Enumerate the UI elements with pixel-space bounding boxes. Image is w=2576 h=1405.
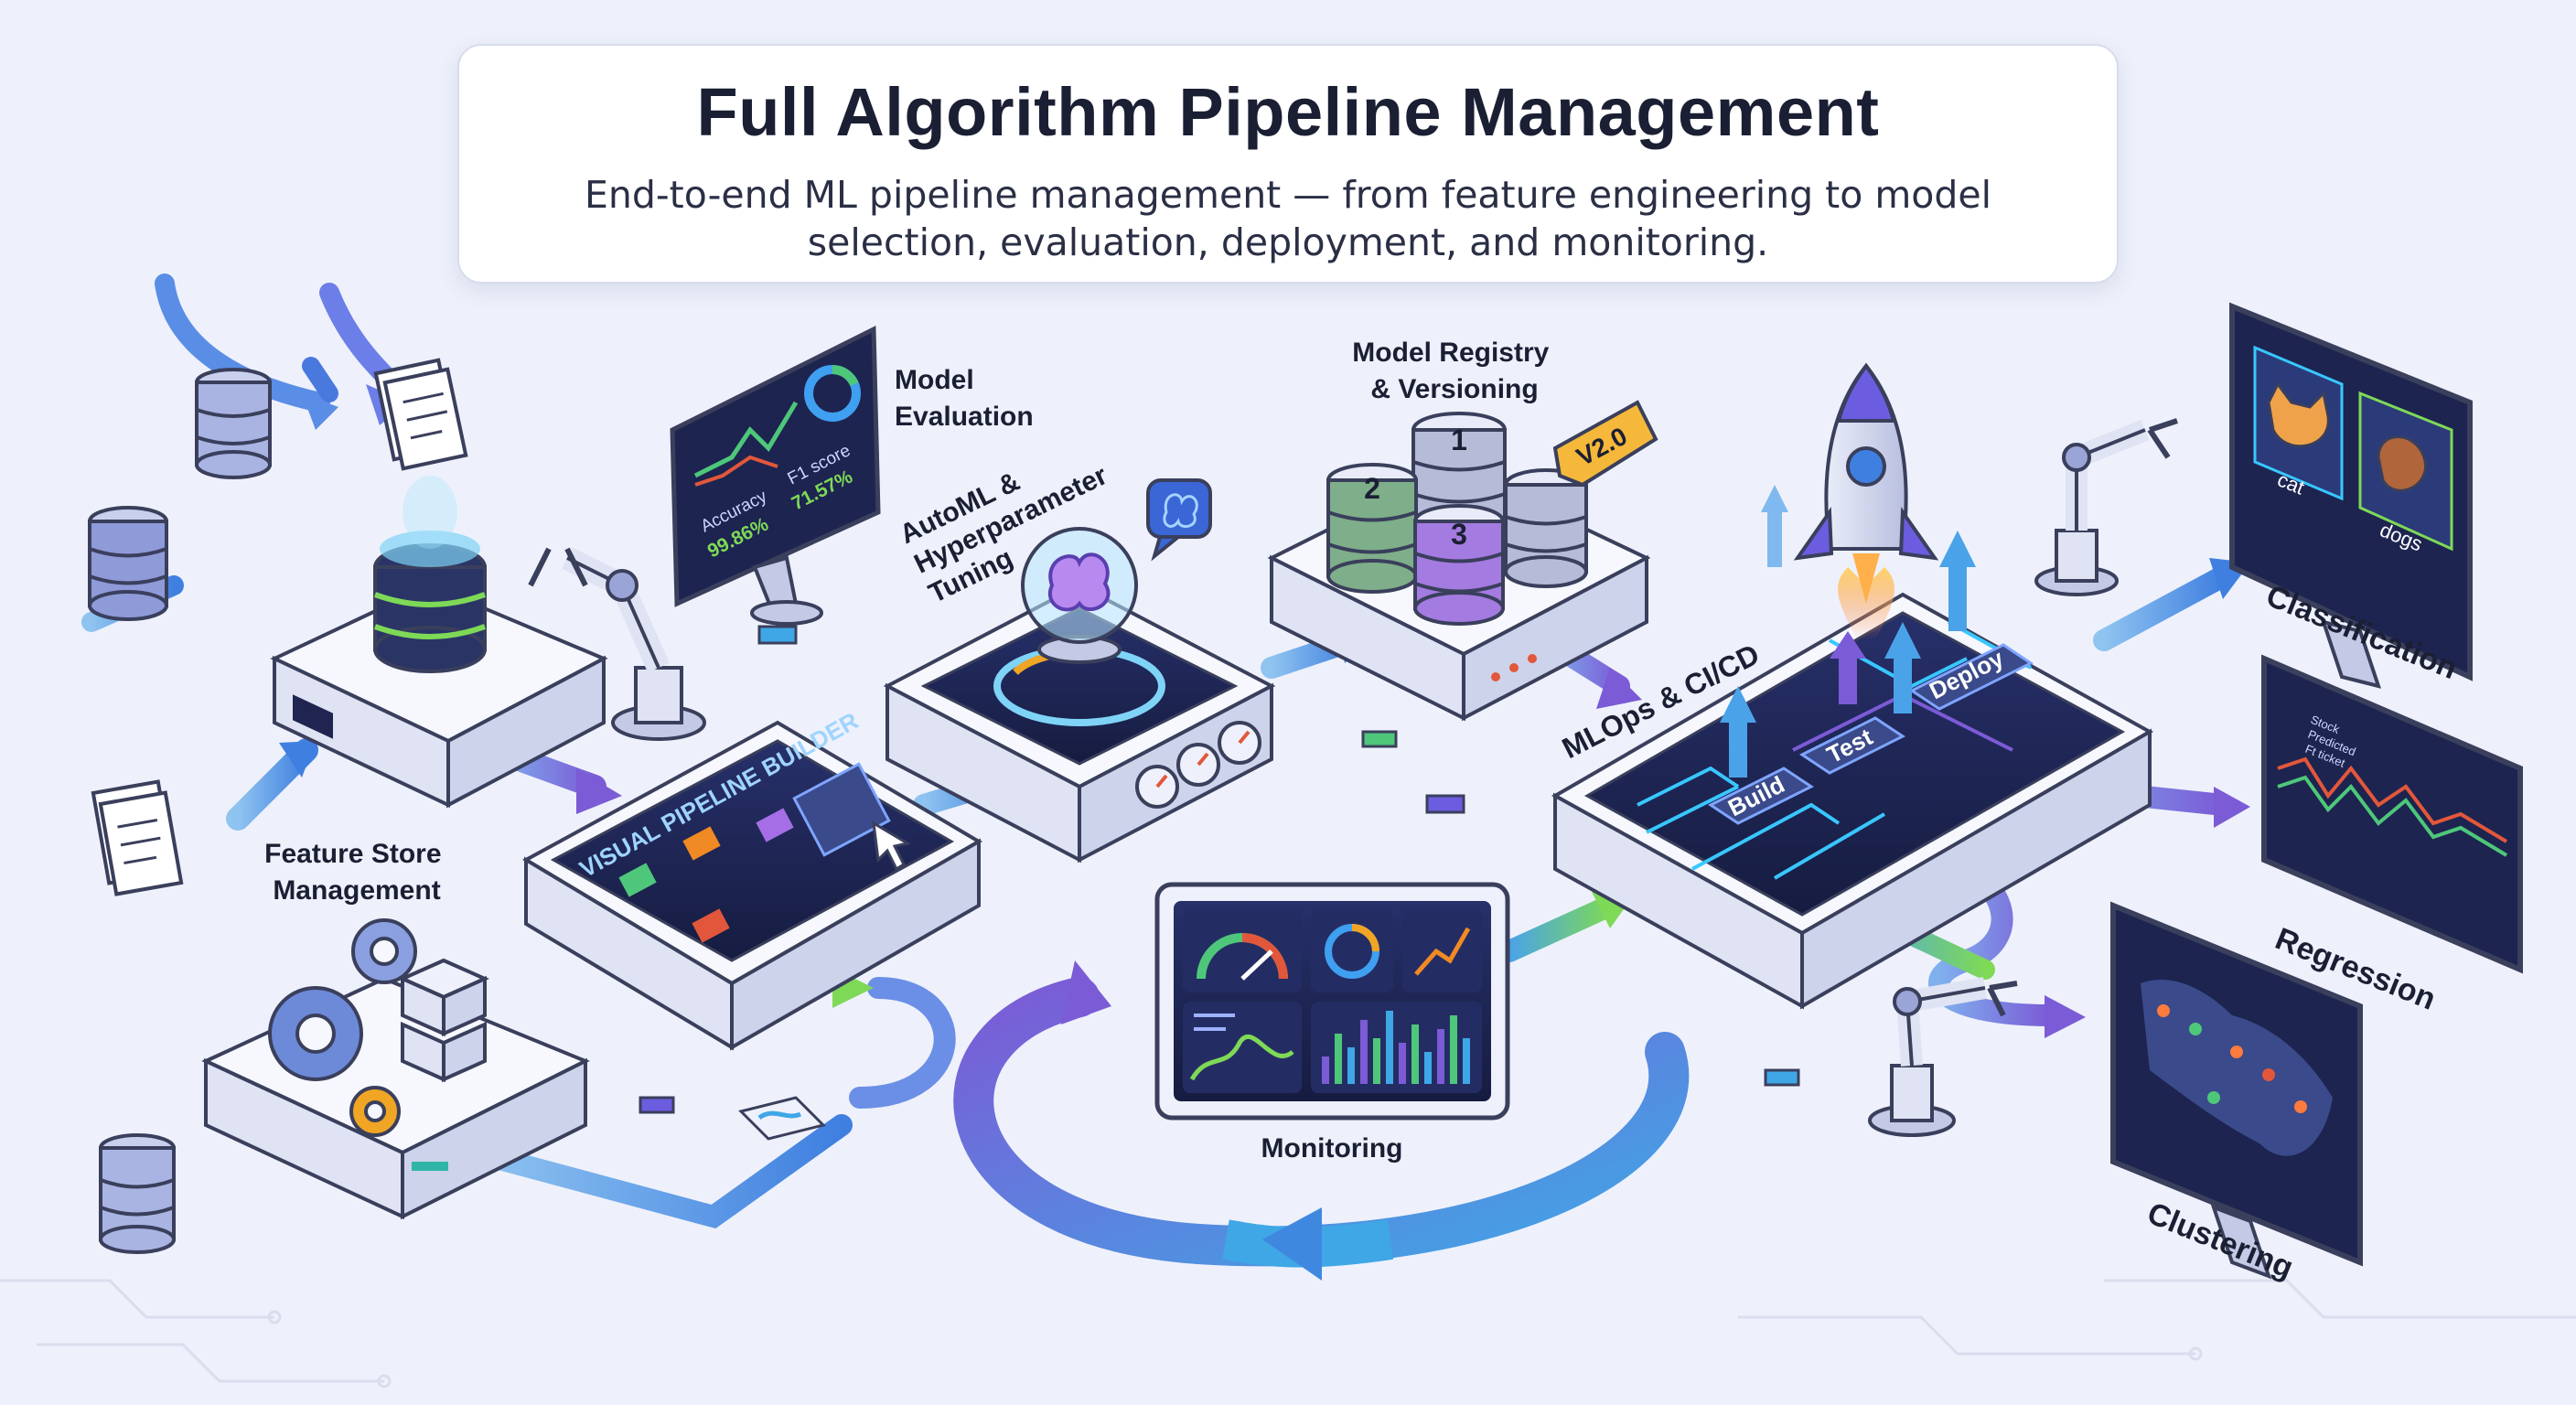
- pointer-icon: [872, 820, 912, 872]
- monitoring-bar-chart: [1322, 1011, 1470, 1084]
- page-subtitle: End-to-end ML pipeline management — from…: [584, 173, 1992, 264]
- registry-database-side: [1504, 468, 1588, 588]
- cat-icon: [2267, 381, 2330, 448]
- registry-number: 2: [1364, 472, 1380, 505]
- monitoring-bar: [1450, 1015, 1457, 1084]
- model-evaluation-monitor: Accuracy 99.86% F1 score 71.57%: [670, 326, 881, 626]
- monitoring-bar: [1347, 1047, 1355, 1084]
- loop-arrowhead-left: [1262, 1207, 1322, 1281]
- monitoring-bar: [1437, 1029, 1444, 1084]
- monitoring-bar: [1335, 1034, 1342, 1084]
- automl-platform: [883, 583, 1276, 863]
- source-database-icon: [195, 368, 272, 479]
- loop-arrowhead-top: [1061, 960, 1111, 1024]
- model-evaluation-label: Model Evaluation: [895, 365, 1034, 432]
- source-database-icon: [99, 1133, 176, 1254]
- gear-icon: [268, 986, 363, 1081]
- document-icon: [373, 358, 468, 471]
- monitoring-bar: [1386, 1011, 1393, 1084]
- circuit-decoration: [0, 1279, 2576, 1389]
- registry-database-3: 3: [1413, 504, 1505, 626]
- robot-arm-icon: [1868, 977, 2018, 1137]
- page-title: Full Algorithm Pipeline Management: [696, 74, 1880, 150]
- clustering-monitor: [2110, 901, 2363, 1280]
- dog-icon: [2377, 435, 2428, 492]
- monitoring-bar: [1463, 1038, 1470, 1084]
- monitoring-loop: [953, 960, 1690, 1281]
- monitoring-bar: [1322, 1056, 1329, 1084]
- mlops-up-arrows: [1720, 485, 1976, 778]
- brain-globe-icon: [1021, 527, 1138, 664]
- connector-chip-icons: [639, 625, 1800, 1141]
- monitoring-bar: [1411, 1024, 1419, 1084]
- monitoring-bar: [1373, 1038, 1380, 1084]
- server-stack-icon: [398, 958, 489, 1083]
- monitoring-bar: [1399, 1043, 1406, 1084]
- version-tag: V2.0: [1552, 400, 1658, 488]
- registry-number: 1: [1451, 424, 1467, 456]
- monitoring-bar: [1360, 1020, 1368, 1084]
- rocket-icon: [1793, 362, 1939, 640]
- regression-monitor: Stock Predicted Ft ticket: [2261, 654, 2523, 974]
- monitoring-label: Monitoring: [1261, 1133, 1403, 1164]
- monitoring-bar: [1424, 1052, 1432, 1084]
- robot-arm-icon: [528, 547, 706, 741]
- brain-chat-icon: [1146, 478, 1212, 562]
- source-database-icon: [88, 506, 168, 621]
- title-card: Full Algorithm Pipeline Management End-t…: [457, 44, 2119, 284]
- model-registry-label: Model Registry & Versioning: [1352, 338, 1556, 404]
- document-icon: [91, 779, 184, 896]
- classification-monitor: cat dogs: [2229, 302, 2473, 689]
- registry-number: 3: [1451, 518, 1467, 551]
- gear-icon: [349, 1086, 401, 1137]
- feature-store-database: [373, 476, 487, 673]
- robot-arm-icon: [2034, 418, 2178, 596]
- registry-database-2: 2: [1326, 463, 1418, 594]
- gear-icon: [351, 918, 417, 984]
- feature-store-label: Feature Store Management: [264, 839, 449, 906]
